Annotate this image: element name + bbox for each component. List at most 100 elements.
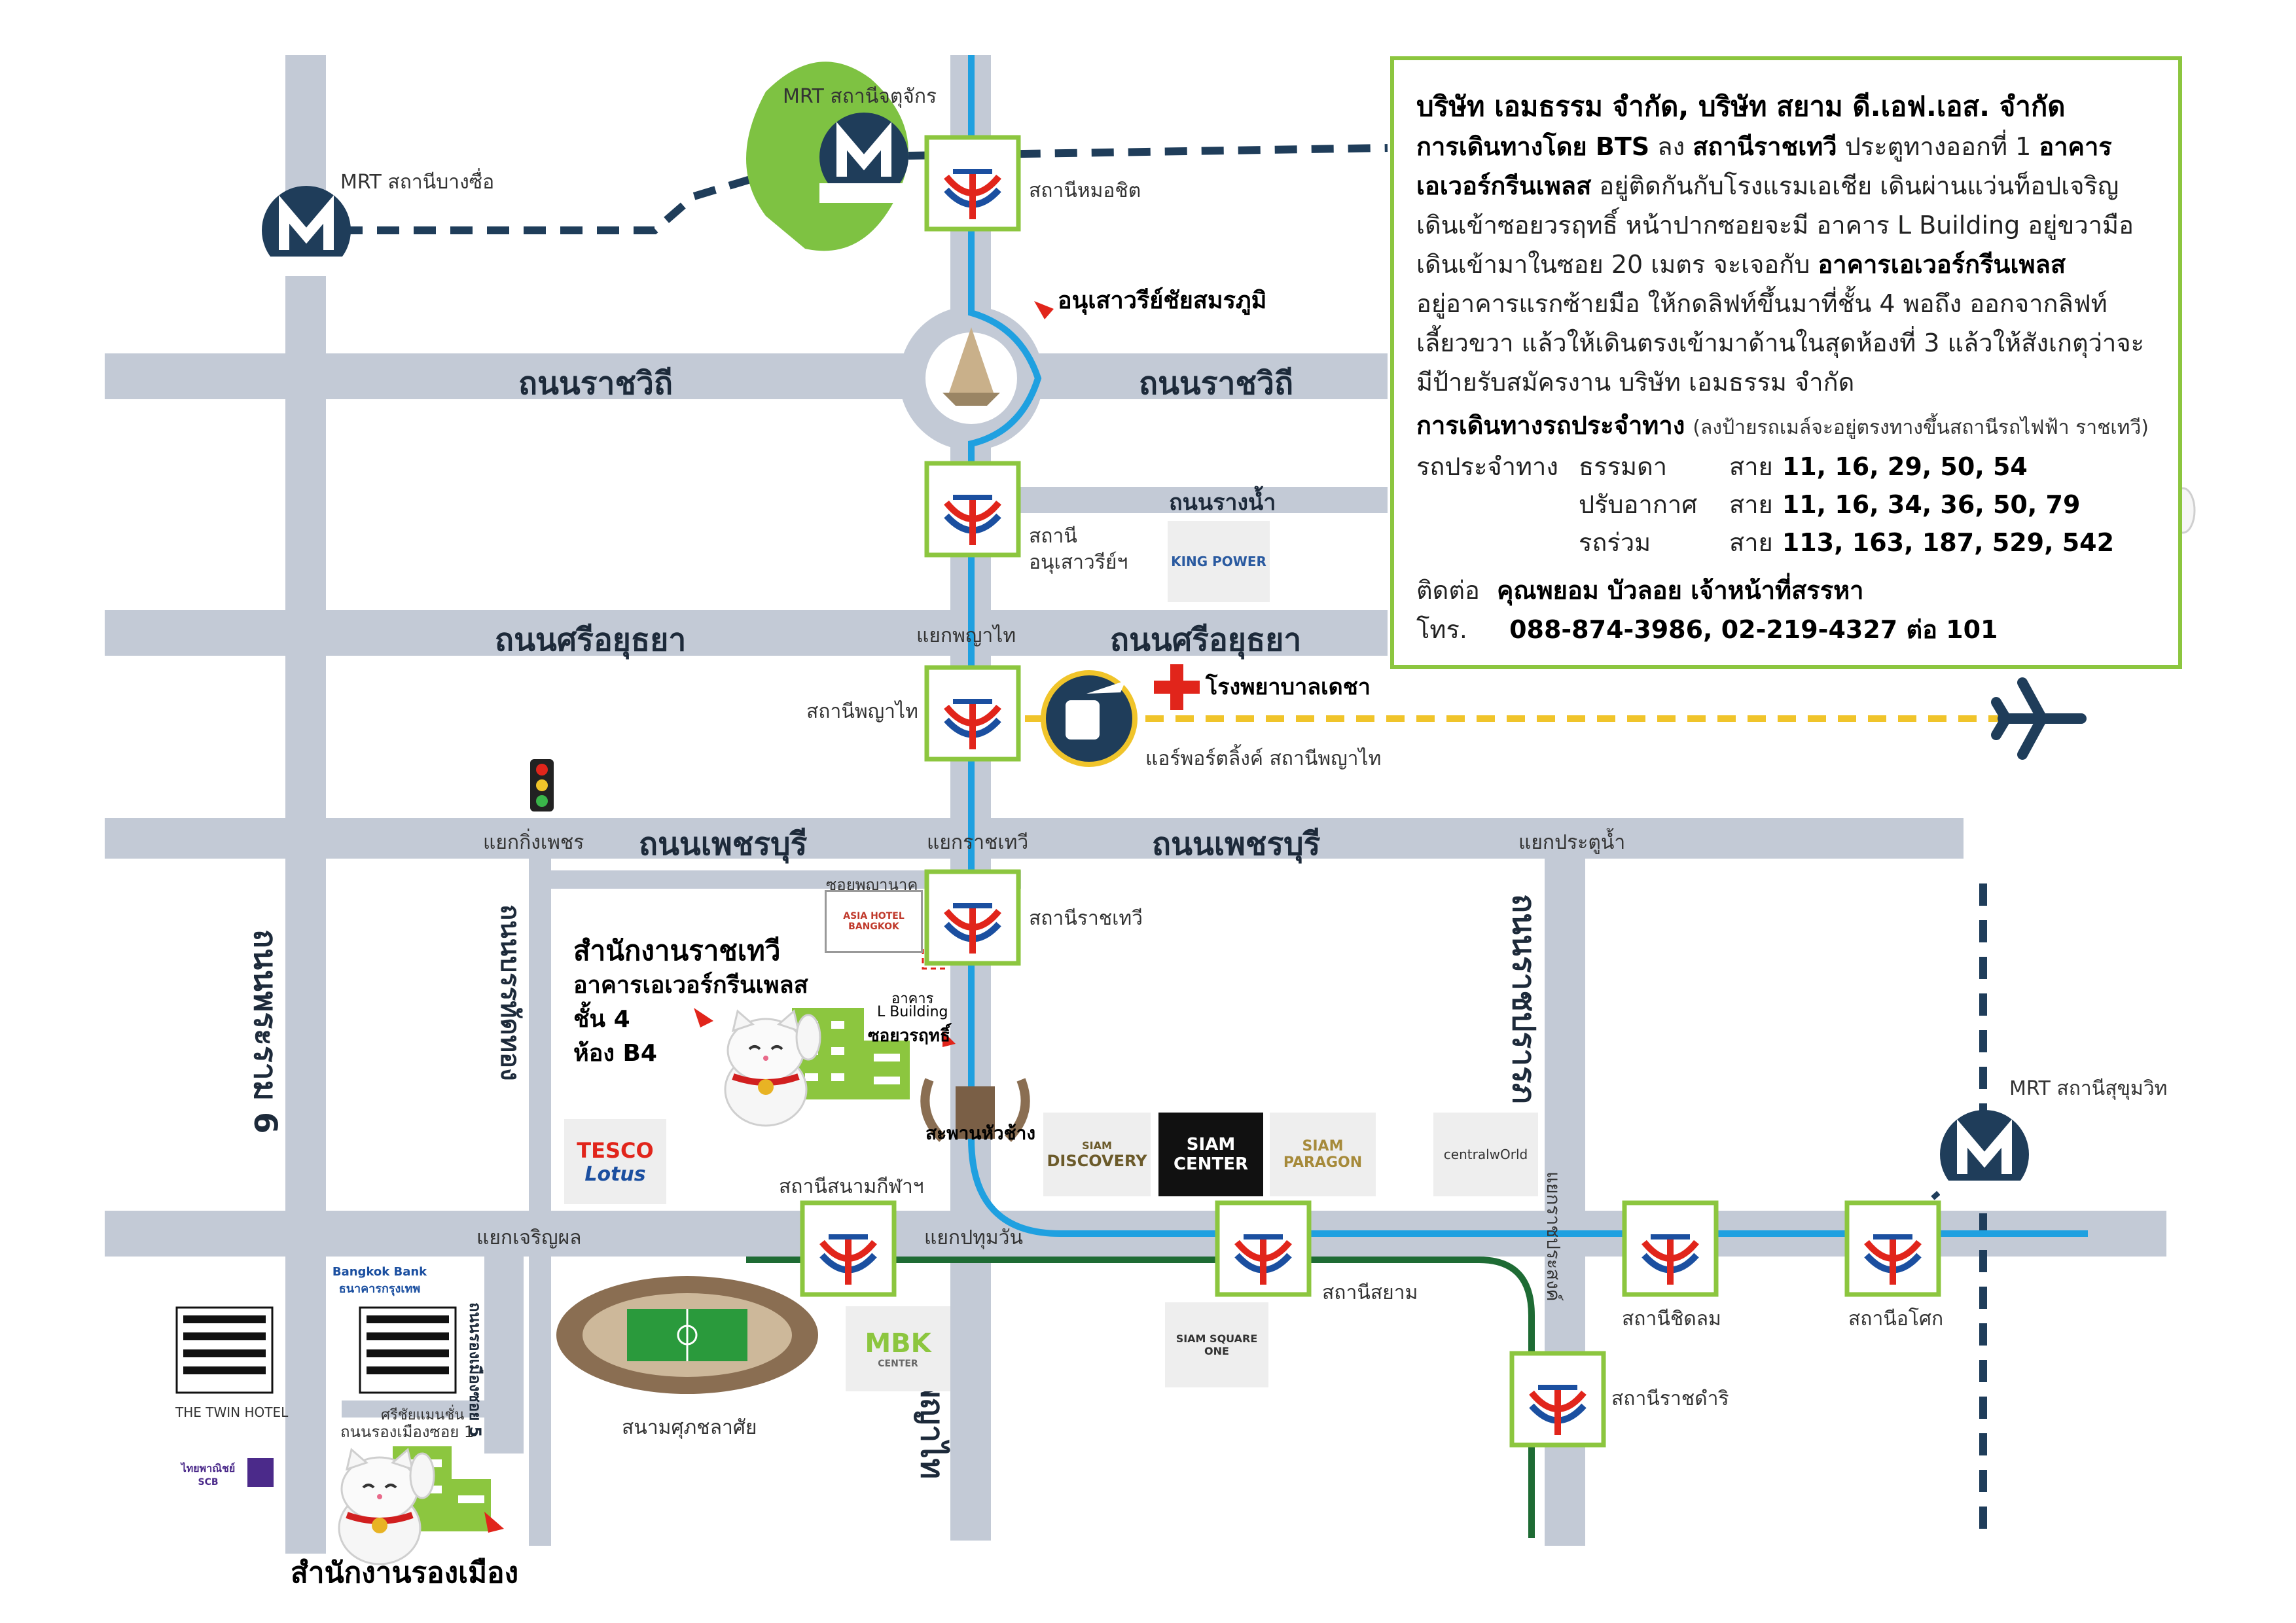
label-junc-pathumwan: แยกปทุมวัน: [924, 1226, 1024, 1249]
info-bts-line4: เดินเข้ามาในซอย 20 เมตร จะเจอกับ อาคารเอ…: [1416, 245, 2156, 284]
office-ratchathewi-building: อาคารเอเวอร์กรีนเพลส: [573, 972, 808, 999]
label-bts-victory-b: อนุเสาวรีย์ฯ: [1029, 551, 1128, 574]
stadium-icon: [556, 1276, 818, 1394]
bts-victory-icon: [927, 463, 1018, 555]
road-rangnam: ถนนรางน้ำ: [1169, 490, 1276, 516]
office-rongmuang-title: สำนักงานรองเมือง: [291, 1556, 519, 1590]
bts-asok-icon: [1847, 1203, 1939, 1294]
road-ratchawithi-right: ถนนราชวิถี: [1139, 365, 1294, 402]
bus-row-lines: 11, 16, 34, 36, 50, 79: [1782, 490, 2081, 519]
label-huachang-bridge: สะพานหัวช้าง: [925, 1122, 1036, 1144]
bus-row-type: [1416, 524, 1579, 562]
label-bts-phayathai: สถานีพญาไท: [806, 700, 918, 723]
green-line: [746, 1257, 1535, 1538]
road-banthat: ถนนบรรทัดทอง: [495, 904, 525, 1081]
info-bts-line1: การเดินทางโดย BTS ลง สถานีราชเทวี ประตูท…: [1416, 127, 2156, 166]
label-bts-victory-a: สถานี: [1029, 525, 1077, 548]
logo-kingpower: KING POWER: [1168, 521, 1270, 602]
info-bts-station: สถานีราชเทวี: [1693, 132, 1837, 161]
bus-row-sai: สาย: [1729, 528, 1773, 557]
info-bts-line7: มีป้ายรับสมัครงาน บริษัท เอมธรรม จำกัด: [1416, 368, 1855, 397]
label-bts-siam: สถานีสยาม: [1322, 1281, 1418, 1304]
scb-logo-icon: [247, 1458, 274, 1487]
l-building-link: [922, 949, 949, 970]
logo-mbk-b: CENTER: [878, 1359, 918, 1369]
info-bts-line2: เอเวอร์กรีนเพลส อยู่ติดกันกับโรงแรมเอเชี…: [1416, 166, 2156, 205]
logo-asia-hotel: ASIA HOTEL BANGKOK: [825, 890, 923, 953]
road-ratchaprarop: ถนนราชปรารภ: [1505, 894, 1542, 1104]
label-junc-ratchaprasong: แยกราชประสงค์: [1543, 1171, 1564, 1302]
logo-scb: ไทยพาณิชย์ SCB: [171, 1461, 245, 1488]
info-bus-heading: การเดินทางรถประจำทาง: [1416, 411, 1685, 440]
label-mrt-chatuchak: MRT สถานีจตุจักร: [783, 85, 937, 108]
bus-row-type: [1416, 486, 1579, 524]
label-junc-ratchathewi: แยกราชเทวี: [927, 831, 1029, 854]
logo-tesco-a: TESCO: [577, 1137, 654, 1163]
bts-ratchadamri-icon: [1512, 1353, 1604, 1445]
info-bts-building-b: เอเวอร์กรีนเพลส: [1416, 171, 1592, 200]
info-bts-w2: ประตูทางออกที่ 1: [1844, 132, 2032, 161]
label-junc-kingphet: แยกกิ่งเพชร: [483, 831, 584, 854]
info-bts-line4-b: อาคารเอเวอร์กรีนเพลส: [1818, 250, 2066, 279]
label-mrt-bangsue: MRT สถานีบางซื่อ: [340, 171, 495, 194]
info-bts-w1: ลง: [1657, 132, 1685, 161]
mrt-bangsue-icon: [262, 186, 351, 276]
info-bts-heading: การเดินทางโดย BTS: [1416, 132, 1650, 161]
bts-chitlom-icon: [1624, 1203, 1716, 1294]
bus-row-lines: 113, 163, 187, 529, 542: [1782, 528, 2115, 557]
label-bts-chitlom: สถานีชิดลม: [1622, 1308, 1721, 1330]
label-l-building-b: L Building: [877, 1004, 948, 1020]
bus-row-class: ปรับอากาศ: [1579, 490, 1698, 519]
label-bts-ratchathewi: สถานีราชเทวี: [1029, 907, 1143, 930]
hospital-icon: [1154, 664, 1200, 710]
bts-line: [968, 55, 2088, 1237]
logo-tesco: TESCO Lotus: [564, 1119, 666, 1204]
info-bts-line4-a: เดินเข้ามาในซอย 20 เมตร จะเจอกับ: [1416, 250, 1810, 279]
bts-mochit-icon: [927, 137, 1018, 229]
logo-siam-square-one: SIAM SQUARE ONE: [1165, 1302, 1268, 1387]
monument-icon: [942, 327, 1000, 406]
bus-row-lines: 11, 16, 29, 50, 54: [1782, 452, 2028, 481]
logo-centralworld: centralwOrld: [1433, 1113, 1538, 1196]
road-phrarama6: ถนนพระราม 6: [247, 929, 283, 1134]
label-bts-nationalstadium: สถานีสนามกีฬาฯ: [779, 1175, 924, 1198]
logo-bangkok-bank: Bangkok Bank ธนาคารกรุงเทพ: [327, 1262, 432, 1301]
label-bts-mochit: สถานีหมอชิต: [1029, 179, 1141, 202]
bus-row-class: รถร่วม: [1579, 528, 1651, 557]
road-sriayutthaya-left: ถนนศรีอยุธยา: [495, 622, 687, 658]
info-bus-note: (ลงป้ายรถเมล์จะอยู่ตรงทางขึ้นสถานีรถไฟฟ้…: [1693, 416, 2149, 439]
srichai-mansion-icon: [359, 1306, 457, 1394]
office-ratchathewi-title: สำนักงานราชเทวี: [573, 935, 781, 967]
bts-nationalstadium-icon: [802, 1203, 894, 1294]
bus-row-sai: สาย: [1729, 490, 1773, 519]
bus-row: รถร่วม สาย 113, 163, 187, 529, 542: [1416, 524, 2156, 562]
label-junc-pratunam: แยกประตูน้ำ: [1518, 831, 1626, 854]
info-bts-line5: อยู่อาคารแรกซ้ายมือ ให้กดลิฟท์ขึ้นมาที่ช…: [1416, 289, 2108, 318]
road-phetchaburi-right: ถนนเพชรบุรี: [1152, 826, 1321, 863]
logo-siam-discovery-a: SIAM: [1082, 1139, 1112, 1152]
pointer-markers: [484, 301, 1054, 1533]
road-rongmuang1: ถนนรองเมืองซอย 1: [340, 1423, 475, 1441]
info-bts-line2-rest: อยู่ติดกันกับโรงแรมเอเชีย เดินผ่านแว่นท็…: [1599, 171, 2119, 200]
label-junc-charoenphon: แยกเจริญผล: [476, 1226, 582, 1249]
info-bts-line3: เดินเข้าซอยวรฤทธิ์ หน้าปากซอยจะมี อาคาร …: [1416, 211, 2134, 240]
mrt-sukhumvit-icon: [1940, 1110, 2029, 1200]
label-bts-ratchadamri: สถานีราชดำริ: [1611, 1387, 1729, 1410]
logo-scb-a: ไทยพาณิชย์: [181, 1461, 236, 1474]
info-title: บริษัท เอมธรรม จำกัด, บริษัท สยาม ดี.เอฟ…: [1416, 90, 2066, 122]
info-bus-heading-line: การเดินทางรถประจำทาง (ลงป้ายรถเมล์จะอยู่…: [1416, 406, 2156, 448]
office-ratchathewi-room: ห้อง B4: [573, 1040, 657, 1067]
traffic-light-icon: [530, 759, 554, 812]
airport-link-icon: [1041, 670, 1138, 767]
bts-phayathai-icon: [927, 668, 1018, 759]
info-contact-label: ติดต่อ: [1416, 576, 1480, 605]
info-contact-name: คุณพยอม บัวลอย เจ้าหน้าที่สรรหา: [1496, 576, 1864, 605]
label-stadium: สนามศุภชลาศัย: [622, 1416, 757, 1439]
road-ratchawithi-left: ถนนราชวิถี: [518, 365, 673, 402]
info-bts-line6: เลี้ยวขวา แล้วให้เดินตรงเข้ามาด้านในสุดห…: [1416, 329, 2145, 357]
info-box: บริษัท เอมธรรม จำกัด, บริษัท สยาม ดี.เอฟ…: [1390, 56, 2182, 669]
huachang-bridge-icon: [920, 1078, 1030, 1142]
info-bts-building-a: อาคาร: [2039, 132, 2112, 161]
label-l-building-a: อาคาร: [891, 991, 934, 1007]
bus-row: ปรับอากาศ สาย 11, 16, 34, 36, 50, 79: [1416, 486, 2156, 524]
